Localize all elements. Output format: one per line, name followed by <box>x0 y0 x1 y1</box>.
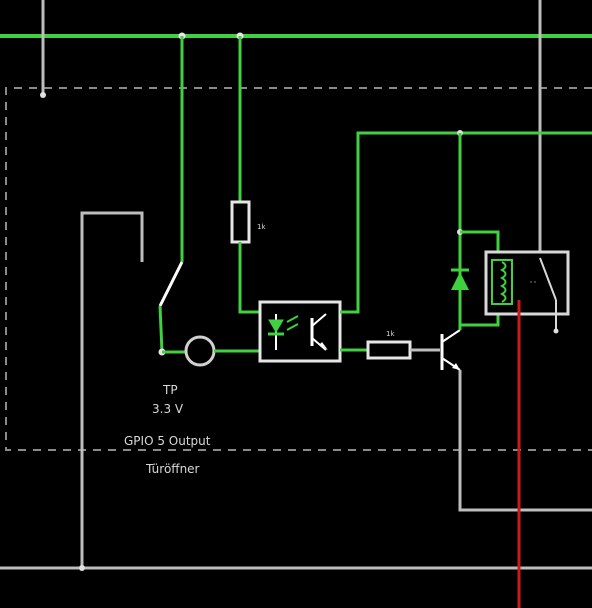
switch-lever <box>158 261 184 307</box>
relay-terminal-dot <box>553 328 559 334</box>
junction-dot <box>40 92 46 98</box>
left-frame-wire <box>80 211 144 568</box>
r1-lower-wire <box>238 242 265 314</box>
switch-lower-wire <box>158 305 164 353</box>
junction-dot <box>79 565 85 571</box>
opto-collector-wire <box>340 131 592 314</box>
gpio-label: GPIO 5 Output <box>124 434 211 448</box>
resistor-r2 <box>366 340 412 360</box>
testpoint-symbol <box>184 335 216 367</box>
optocoupler <box>258 300 342 363</box>
relay <box>484 250 570 330</box>
collector-wire <box>458 314 500 330</box>
module-boundary <box>5 87 592 451</box>
resistor-r1-label: 1k <box>257 223 266 231</box>
testpoint-label: TP <box>162 383 178 397</box>
emitter-wire <box>458 370 592 512</box>
resistor-r2-label: 1k <box>386 330 395 338</box>
npn-transistor <box>440 329 461 371</box>
voltage-label: 3.3 V <box>152 402 184 416</box>
resistor-r1 <box>230 200 251 244</box>
function-label: Türöffner <box>145 462 200 476</box>
relay-supply-wire <box>460 230 500 252</box>
